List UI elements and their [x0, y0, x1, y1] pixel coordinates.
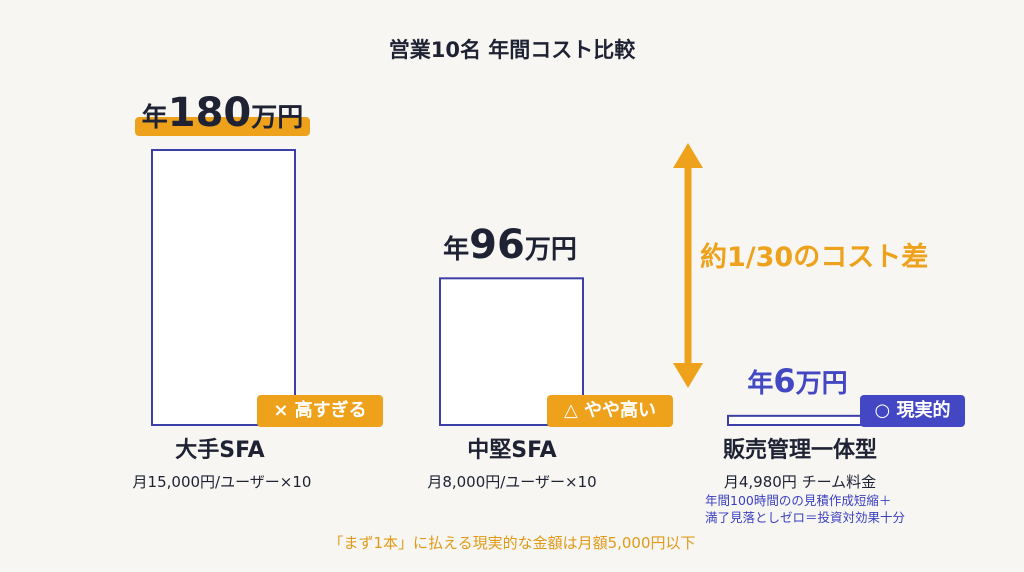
footer-note: 「まず1本」に払える現実的な金額は月額5,000円以下	[328, 534, 696, 552]
pricing-2: 月4,980円 チーム料金	[723, 473, 877, 491]
bar-2	[727, 414, 872, 427]
roi-note-line-2: 満了見落としゼロ＝投資対効果十分	[705, 510, 906, 525]
value-label-0: 年180万円	[141, 90, 304, 136]
cost-gap-arrow	[673, 143, 703, 388]
pricing-0: 月15,000円/ユーザー×10	[132, 473, 312, 491]
roi-note: 年間100時間のの見積作成短縮＋ 満了見落としゼロ＝投資対効果十分	[705, 492, 905, 526]
value-label-1: 年96万円	[443, 222, 577, 268]
value-label-2: 年6万円	[747, 362, 848, 400]
badge-somewhat-expensive: △ やや高い	[547, 395, 673, 427]
bar-0	[151, 149, 296, 426]
badge-realistic: ○ 現実的	[860, 395, 965, 427]
pricing-1: 月8,000円/ユーザー×10	[427, 473, 597, 491]
category-label-2: 販売管理一体型	[722, 438, 877, 463]
category-label-0: 大手SFA	[175, 438, 265, 463]
roi-note-line-1: 年間100時間のの見積作成短縮＋	[705, 493, 892, 508]
category-label-1: 中堅SFA	[467, 438, 557, 463]
arrow-label: 約1/30のコスト差	[700, 242, 929, 273]
chart-title: 営業10名 年間コスト比較	[388, 38, 636, 62]
badge-too-expensive: × 高すぎる	[257, 395, 383, 427]
highlight-180	[135, 117, 310, 136]
